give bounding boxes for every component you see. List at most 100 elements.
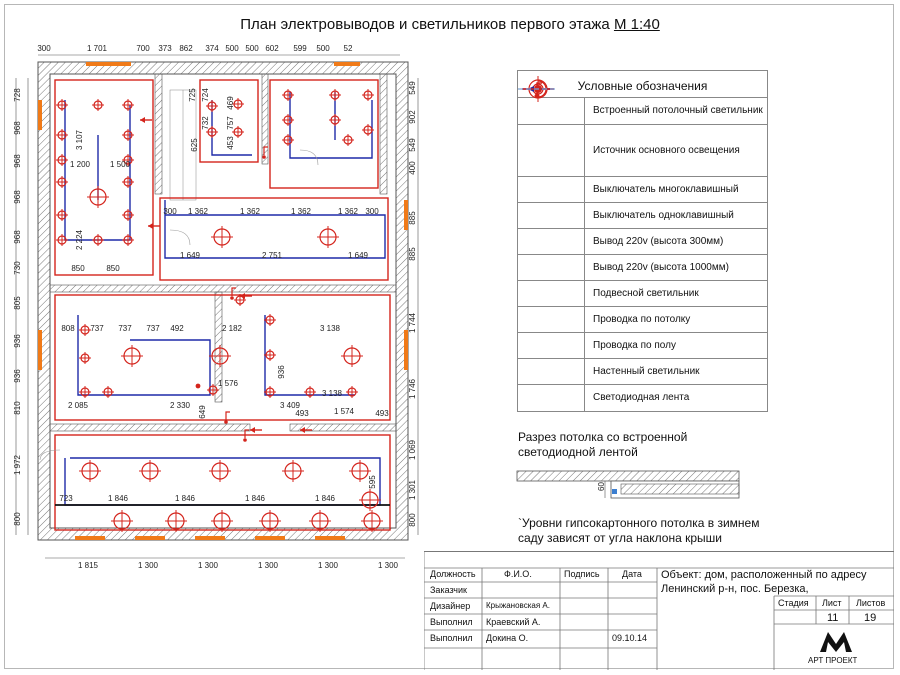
recessed-light-icon: [264, 386, 276, 398]
recessed-light-icon: [329, 114, 341, 126]
recessed-light-icon: [304, 386, 316, 398]
switch-icon: [224, 411, 230, 424]
main-light-icon: [211, 510, 233, 532]
inner-dimension-label: 1 846: [315, 494, 336, 503]
legend-label: Проводка по полу: [593, 339, 676, 351]
top-dimension-label: 599: [293, 44, 307, 53]
right-dimension-label: 549: [408, 138, 417, 152]
left-dimension-label: 800: [13, 512, 22, 526]
header-role: Должность: [430, 569, 476, 579]
drawing-frame: [4, 4, 894, 669]
inner-dimension-label: 1 649: [348, 251, 369, 260]
legend-row: Вывод 220v (высота 1000мм): [518, 86, 767, 281]
door-swing: [39, 449, 61, 461]
bottom-dimension-label: 1 300: [198, 561, 219, 570]
legend-row: Проводка по полу: [518, 88, 767, 359]
recessed-light-icon: [56, 209, 68, 221]
main-light-icon: [341, 345, 363, 367]
bottom-dimension-label: 1 300: [378, 561, 399, 570]
drawing-title: План электровыводов и светильников перво…: [0, 16, 900, 33]
main-light-icon: [211, 226, 233, 248]
lights-layer: [39, 89, 383, 532]
company-name: АРТ ПРОЕКТ: [808, 656, 858, 665]
recessed-light-icon: [264, 349, 276, 361]
top-dimension-label: 500: [316, 44, 330, 53]
top-dimension-label: 374: [205, 44, 219, 53]
title-scale: М 1:40: [613, 16, 660, 33]
pendant-light-icon: [195, 383, 201, 389]
name-performer-2: Докина О.: [486, 633, 529, 643]
main-light-icon: [359, 489, 381, 511]
right-dimension-label: 885: [408, 211, 417, 225]
inner-dimension-label: 1 362: [240, 207, 261, 216]
left-dimension-label: 730: [13, 261, 22, 275]
inner-dimension-label: 2 085: [68, 401, 89, 410]
recessed-light-icon: [362, 89, 374, 101]
outlet-300-icon: [240, 293, 252, 299]
bottom-dimension-label: 1 815: [78, 561, 99, 570]
recessed-light-icon: [56, 129, 68, 141]
main-light-icon: [361, 510, 383, 532]
door-swing: [169, 229, 191, 246]
main-light-icon: [282, 460, 304, 482]
section-title: Разрез потолка со встроенной светодиодно…: [518, 430, 688, 459]
legend-label: Подвесной светильник: [593, 287, 699, 299]
right-dimension-label: 885: [408, 247, 417, 261]
top-dimension-label: 700: [136, 44, 150, 53]
legend-heading: Условные обозначения: [518, 71, 767, 98]
recessed-light-icon: [92, 99, 104, 111]
left-dimension-label: 968: [13, 121, 22, 135]
dimension-lines: [15, 54, 419, 559]
inner-dimension-label: 3 138: [322, 389, 343, 398]
main-light-icon: [111, 510, 133, 532]
inner-dimension-label: 3 107: [75, 129, 84, 150]
main-light-icon: [259, 510, 281, 532]
inner-dimension-label: 453: [226, 136, 235, 150]
recessed-light-icon: [206, 126, 218, 138]
top-dimension-label: 500: [245, 44, 259, 53]
inner-dimension-label: 1 846: [175, 494, 196, 503]
recessed-light-icon: [282, 134, 294, 146]
inner-dimension-label: 2 330: [170, 401, 191, 410]
right-dimension-label: 1 744: [408, 312, 417, 333]
inner-dimension-label: 737: [146, 324, 160, 333]
recessed-light-icon: [342, 134, 354, 146]
legend-label: Выключатель многоклавишный: [593, 183, 739, 195]
inner-dimension-label: 936: [277, 365, 286, 379]
header-name: Ф.И.О.: [504, 569, 532, 579]
legend-label: Выключатель одноклавишный: [593, 209, 734, 221]
recessed-light-icon: [122, 154, 134, 166]
legend-symbol: [518, 80, 585, 384]
walls: [37, 61, 409, 541]
main-light-icon: [209, 460, 231, 482]
inner-dimension-label: 492: [170, 324, 184, 333]
inner-dimension-label: 469: [226, 96, 235, 110]
led-strip-icon: [518, 88, 558, 90]
recessed-light-icon: [56, 99, 68, 111]
legend-symbol: [518, 88, 585, 332]
top-dimension-label: 862: [179, 44, 193, 53]
inner-dimension-label: 3 409: [280, 401, 301, 410]
inner-dimension-label: 493: [375, 409, 389, 418]
recessed-light-icon: [362, 124, 374, 136]
top-dimension-label: 602: [265, 44, 279, 53]
legend-row: Выключатель одноклавишный: [518, 82, 767, 229]
bottom-dimension-label: 1 300: [258, 561, 279, 570]
legend-symbol: [518, 76, 585, 176]
inner-dimension-label: 2 182: [222, 324, 243, 333]
inner-dimension-label: 808: [61, 324, 75, 333]
recessed-light-icon: [92, 234, 104, 246]
left-dimension-label: 936: [13, 369, 22, 383]
inner-dimension-label: 850: [106, 264, 120, 273]
right-dimension-label: 902: [408, 110, 417, 124]
inner-dimension-label: 850: [71, 264, 85, 273]
legend-symbol: [518, 82, 585, 202]
main-light-icon: [165, 510, 187, 532]
bottom-dimension-label: 1 300: [138, 561, 159, 570]
right-dimension-label: 549: [408, 81, 417, 95]
title-block-grid: [424, 552, 894, 670]
outlet-300-icon: [250, 427, 262, 433]
